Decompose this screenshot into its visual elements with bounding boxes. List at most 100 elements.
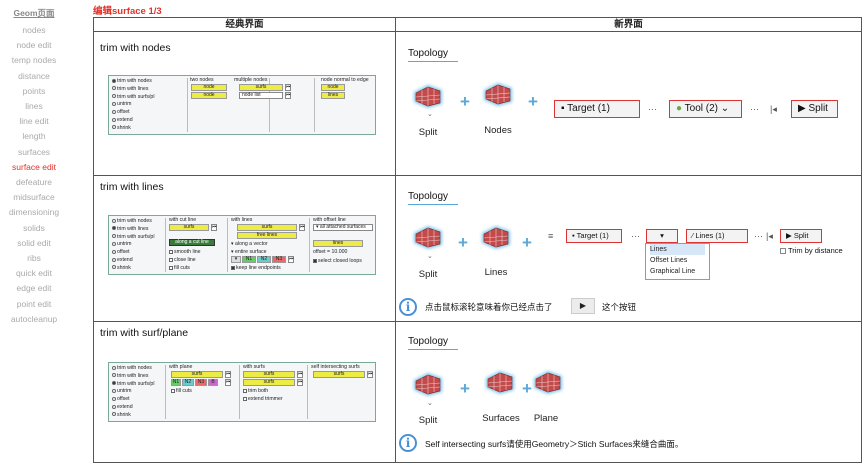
row1-nodelist-button[interactable]: node list [239, 92, 283, 99]
row2-surfs2-button[interactable]: surfs [237, 224, 297, 231]
row2-keep-check[interactable]: keep line endpoints [231, 265, 281, 271]
row3-b-button[interactable]: B [208, 379, 218, 386]
sidebar-item-dimensioning[interactable]: dimensioning [8, 207, 60, 218]
row2-dir-dropdown[interactable]: ▾ [231, 256, 241, 263]
sidebar-item-surfaces[interactable]: surfaces [17, 146, 51, 157]
row3-radio-1[interactable]: trim with lines [112, 373, 148, 379]
first-icon[interactable]: |◂ [766, 231, 773, 241]
row3-surfaces-geometry-icon[interactable] [482, 368, 518, 396]
row2-n2-button[interactable]: N2 [257, 256, 271, 263]
first-icon[interactable]: |◂ [770, 104, 777, 114]
menu-icon[interactable]: ≡ [548, 231, 554, 241]
row3-fill-check[interactable]: fill cuts [171, 388, 192, 394]
row2-vector-dropdown[interactable]: ▾ along a vector [231, 241, 268, 247]
row1-tool-button[interactable]: ● Tool (2) ⌄ [669, 100, 742, 118]
row2-n1-button[interactable]: N1 [242, 256, 256, 263]
row3-extend-check[interactable]: extend trimmer [243, 396, 283, 402]
row2-close-check[interactable]: close line [169, 257, 196, 263]
sidebar-item-lines[interactable]: lines [25, 101, 43, 111]
row2-cutline-button[interactable]: along a cut line [169, 239, 215, 246]
row1-radio-4[interactable]: offset [112, 109, 130, 115]
row2-split-button[interactable]: ▶ Split [780, 229, 822, 243]
sidebar-item-autocleanup[interactable]: autocleanup [10, 313, 58, 324]
row1-radio-2[interactable]: trim with surfs/pl [112, 94, 154, 100]
row3-surfs4-button[interactable]: surfs [313, 371, 365, 378]
row2-smooth-check[interactable]: smooth line [169, 249, 201, 255]
more-icon[interactable]: ··· [754, 231, 763, 241]
row2-fill-check[interactable]: fill cuts [169, 265, 190, 271]
sidebar-item-quick-edit[interactable]: quick edit [16, 268, 52, 279]
row2-attached-dropdown[interactable]: ▾ all attached surfaces [313, 224, 373, 231]
row3-radio-5[interactable]: extend [112, 404, 133, 410]
row2-chevron-icon[interactable]: ⌄ [427, 253, 433, 260]
sidebar-item-line-edit[interactable]: line edit [19, 116, 49, 127]
row2-radio-0[interactable]: trim with nodes [112, 218, 152, 224]
row2-reset-icon[interactable]: ⏮ [211, 224, 217, 231]
row3-radio-0[interactable]: trim with nodes [112, 365, 152, 371]
row2-closed-check[interactable]: select closed loops [313, 258, 362, 264]
sidebar-item-ribs[interactable]: ribs [27, 253, 41, 263]
row1-node2-button[interactable]: node [191, 92, 227, 99]
dropdown-item-lines[interactable]: Lines [650, 244, 705, 255]
row2-lines-button[interactable]: lines [313, 240, 363, 247]
row3-n2-button[interactable]: N2 [182, 379, 194, 386]
row3-surfs-button[interactable]: surfs [171, 371, 223, 378]
row1-split-button[interactable]: ▶ Split [791, 100, 838, 118]
row1-split-geometry-icon[interactable] [410, 82, 446, 110]
sidebar-item-node-edit[interactable]: node edit [16, 40, 52, 51]
row2-radio-6[interactable]: shrink [112, 265, 131, 271]
sidebar-item-solid-edit[interactable]: solid edit [17, 237, 51, 248]
row2-surfs-button[interactable]: surfs [169, 224, 209, 231]
dropdown-item-offset[interactable]: Offset Lines [650, 257, 688, 264]
row3-radio-6[interactable]: shrink [112, 412, 131, 418]
row3-surfs3-button[interactable]: surfs [243, 379, 295, 386]
sidebar-item-nodes[interactable]: nodes [22, 25, 46, 35]
row1-chevron-icon[interactable]: ⌄ [427, 111, 433, 118]
more-icon[interactable]: ··· [648, 104, 657, 114]
row1-surfs-button[interactable]: surfs [239, 84, 283, 91]
row3-plane-geometry-icon[interactable] [530, 368, 566, 396]
row2-lines-geometry-icon[interactable] [478, 223, 514, 251]
row1-radio-3[interactable]: untrim [112, 101, 131, 107]
sidebar-item-point-edit[interactable]: point edit [16, 298, 52, 309]
row3-reset3-icon[interactable]: ⏮ [297, 371, 303, 378]
row1-nodes-geometry-icon[interactable] [480, 80, 516, 108]
sidebar-item-distance[interactable]: distance [18, 70, 50, 81]
row1-normal-node-button[interactable]: node [321, 84, 345, 91]
sidebar-item-midsurface[interactable]: midsurface [13, 192, 55, 203]
sidebar-item-temp-nodes[interactable]: temp nodes [11, 55, 57, 66]
row1-normal-lines-button[interactable]: lines [321, 92, 345, 99]
row1-target-button[interactable]: ▪ Target (1) [554, 100, 640, 118]
row2-lines-button[interactable]: ⁄ Lines (1) [686, 229, 748, 243]
row2-radio-4[interactable]: offset [112, 249, 130, 255]
row2-offset-value[interactable]: 10.000 [331, 249, 348, 255]
row3-surfs2-button[interactable]: surfs [243, 371, 295, 378]
row3-trimboth-check[interactable]: trim both [243, 388, 268, 394]
dropdown-item-graphical[interactable]: Graphical Line [650, 268, 696, 275]
row1-radio-5[interactable]: extend [112, 117, 133, 123]
row3-chevron-icon[interactable]: ⌄ [427, 400, 433, 407]
row1-radio-1[interactable]: trim with lines [112, 86, 148, 92]
row2-reset3-icon[interactable]: ⏮ [288, 256, 294, 263]
row2-n3-button[interactable]: N3 [272, 256, 286, 263]
sidebar-item-defeature[interactable]: defeature [16, 177, 52, 187]
row3-radio-2[interactable]: trim with surfs/pl [112, 381, 154, 387]
sidebar-item-points[interactable]: points [22, 85, 46, 96]
row2-freelines-button[interactable]: free lines [237, 232, 297, 239]
row3-reset-icon[interactable]: ⏮ [225, 371, 231, 378]
row1-radio-6[interactable]: shrink [112, 125, 131, 131]
row3-reset5-icon[interactable]: ⏮ [367, 371, 373, 378]
sidebar-item-solids[interactable]: solids [23, 222, 45, 233]
row1-reset-icon[interactable]: ⏮ [285, 84, 291, 91]
row2-offset-field[interactable]: offset = 10.000 [313, 249, 347, 255]
row3-radio-3[interactable]: untrim [112, 388, 131, 394]
row3-reset4-icon[interactable]: ⏮ [297, 379, 303, 386]
row2-dropdown-button[interactable]: ▾ [646, 229, 678, 243]
row2-target-button[interactable]: ▪ Target (1) [566, 229, 622, 243]
row1-reset2-icon[interactable]: ⏮ [285, 92, 291, 99]
row1-node1-button[interactable]: node [191, 84, 227, 91]
more-icon[interactable]: ··· [631, 231, 640, 241]
row1-radio-0[interactable]: trim with nodes [112, 78, 152, 84]
sidebar-title[interactable]: Geom页面 [13, 8, 55, 18]
row2-reset2-icon[interactable]: ⏮ [299, 224, 305, 231]
